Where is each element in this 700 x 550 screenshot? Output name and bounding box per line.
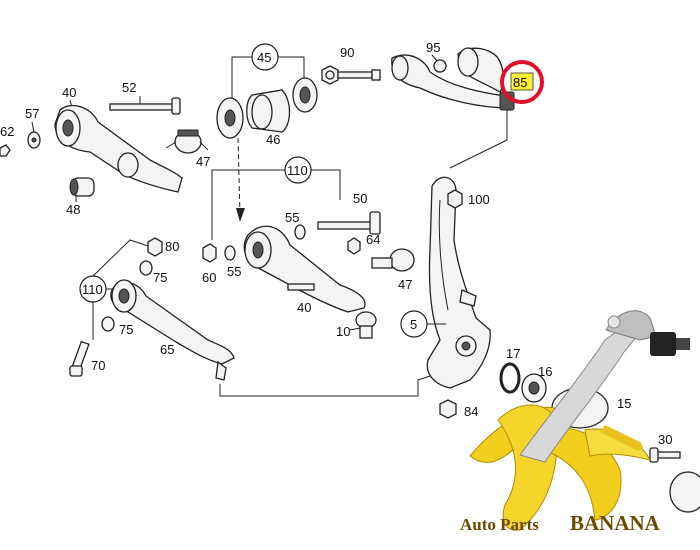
brand-prefix: Auto Parts [460, 515, 539, 534]
nut-60 [202, 243, 217, 263]
hub-cap [669, 471, 700, 513]
label-85: 85 [513, 75, 527, 90]
bushing-46 [216, 77, 318, 139]
bolt-70 [69, 340, 90, 377]
label-16: 16 [538, 364, 552, 379]
svg-text:110: 110 [287, 163, 308, 178]
label-60: 60 [202, 270, 216, 285]
label-46: 46 [266, 132, 280, 147]
label-95: 95 [426, 40, 440, 55]
small-nut-95 [433, 59, 447, 73]
ball-joint-47-lower [371, 248, 415, 272]
callout-45: 45 [231, 43, 305, 100]
washer-55-lower [224, 245, 236, 261]
label-70: 70 [91, 358, 105, 373]
brand-watermark: Auto Parts BANANA [460, 511, 661, 535]
label-30: 30 [658, 432, 672, 447]
upper-control-arm [391, 47, 515, 140]
label-84: 84 [464, 404, 478, 419]
label-80: 80 [165, 239, 179, 254]
strut-rod-40 [243, 225, 366, 313]
svg-text:110: 110 [82, 282, 103, 297]
label-47-upper: 47 [196, 154, 210, 169]
label-15: 15 [617, 396, 631, 411]
bolt-52 [109, 97, 181, 115]
label-64: 64 [366, 232, 380, 247]
brand-name: BANANA [570, 511, 661, 535]
label-52: 52 [122, 80, 136, 95]
label-75-lower: 75 [119, 322, 133, 337]
label-100: 100 [468, 192, 490, 207]
label-75-upper: 75 [153, 270, 167, 285]
nut-100 [447, 189, 463, 209]
steering-knuckle [426, 176, 491, 389]
seal-17 [499, 362, 521, 394]
nut-62 [0, 144, 11, 157]
bolt-30 [649, 447, 681, 463]
bolt-50 [317, 211, 381, 235]
label-40-upper: 40 [62, 85, 76, 100]
nut-80 [147, 237, 163, 257]
label-62: 62 [0, 124, 14, 139]
callout-110-lower: 110 [79, 239, 149, 340]
bolt-90 [321, 65, 381, 85]
ball-joint-47-upper [165, 129, 209, 154]
label-57: 57 [25, 106, 39, 121]
label-55-upper: 55 [285, 210, 299, 225]
svg-text:5: 5 [410, 317, 417, 332]
washer-75-upper [139, 260, 153, 276]
label-90: 90 [340, 45, 354, 60]
washer-75-lower [101, 316, 115, 332]
callout-110-middle: 110 [211, 156, 341, 240]
lower-arm-65 [110, 279, 235, 381]
nut-84 [439, 399, 457, 419]
label-65: 65 [160, 342, 174, 357]
ball-joint-10 [355, 311, 377, 339]
washer-57 [27, 131, 41, 149]
label-17: 17 [506, 346, 520, 361]
control-arm-photo [519, 310, 690, 463]
lower-arm-40 [54, 105, 183, 193]
bearing-16 [521, 373, 547, 403]
washer-55-upper [294, 224, 306, 240]
highlight-85: 85 [500, 60, 544, 104]
label-50: 50 [353, 191, 367, 206]
callout-5: 5 [400, 310, 446, 338]
label-40-lower: 40 [297, 300, 311, 315]
label-48: 48 [66, 202, 80, 217]
svg-text:45: 45 [257, 50, 271, 65]
label-47-lower: 47 [398, 277, 412, 292]
nut-64 [347, 237, 361, 255]
bushing-48 [69, 177, 95, 197]
label-55-lower: 55 [227, 264, 241, 279]
label-10: 10 [336, 324, 350, 339]
